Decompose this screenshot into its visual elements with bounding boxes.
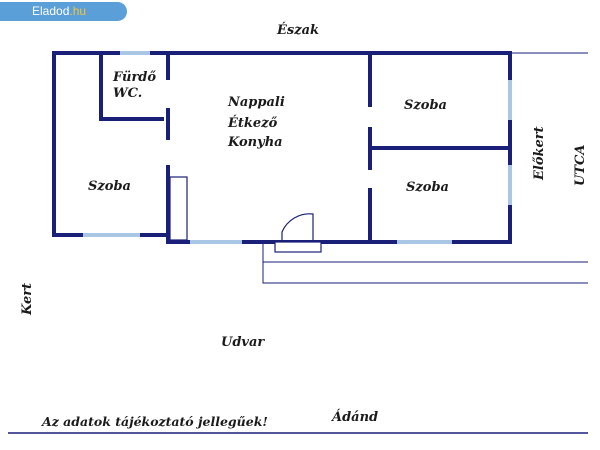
label-front-garden: Előkert (532, 126, 547, 181)
windows (83, 51, 512, 244)
entrance-door (274, 213, 322, 253)
counter-block (169, 176, 188, 241)
interior-walls (99, 51, 512, 244)
label-living-2: Étkező (227, 115, 278, 131)
label-living-3: Konyha (227, 135, 283, 150)
label-disclaimer: Az adatok tájékoztató jellegűek! (41, 414, 268, 429)
label-room-left: Szoba (88, 179, 131, 194)
site-logo-tld: .hu (69, 4, 87, 18)
site-logo-badge[interactable]: Eladod.hu (0, 2, 127, 21)
terrace-lines (262, 52, 588, 284)
label-yard: Udvar (221, 335, 265, 350)
label-north: Észak (276, 22, 319, 38)
label-garden: Kert (20, 283, 35, 316)
label-room-top-right: Szoba (404, 98, 447, 113)
label-street: UTCA (573, 145, 588, 186)
site-logo-name: Eladod (32, 4, 70, 18)
label-location: Ádánd (330, 409, 378, 425)
label-room-bottom-right: Szoba (406, 180, 449, 195)
label-bathroom-2: WC. (113, 86, 142, 101)
label-living-1: Nappali (227, 95, 285, 110)
label-bathroom-1: Fürdő (112, 70, 156, 85)
